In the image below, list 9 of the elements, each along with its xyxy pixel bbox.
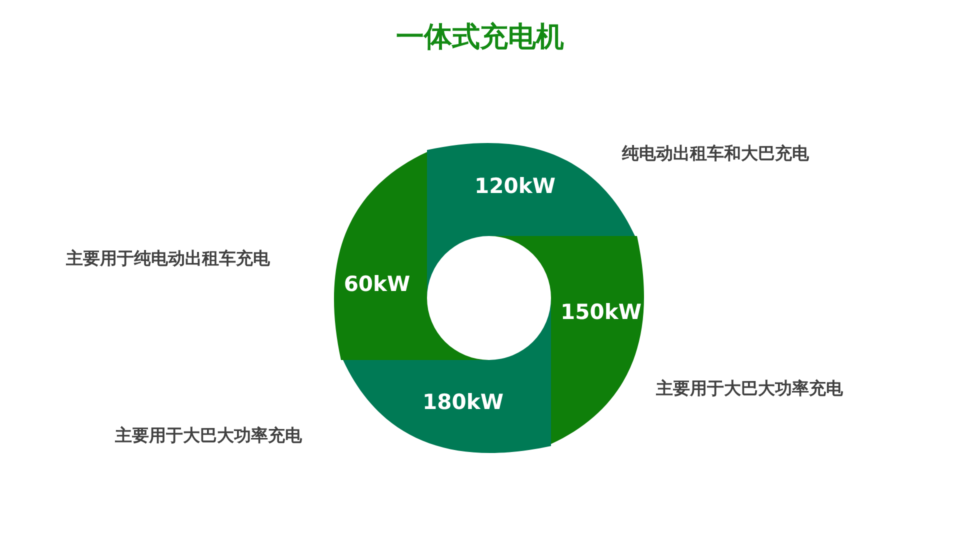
power-value: 180kW bbox=[422, 390, 504, 414]
power-value: 60kW bbox=[344, 272, 410, 296]
description-text: 主要用于纯电动出租车充电 bbox=[66, 248, 270, 270]
title: 一体式充电机 bbox=[395, 19, 565, 55]
power-value: 120kW bbox=[474, 174, 556, 198]
power-value: 150kW bbox=[560, 300, 642, 324]
description-text: 主要用于大巴大功率充电 bbox=[115, 425, 302, 447]
description-text: 纯电动出租车和大巴充电 bbox=[622, 143, 809, 165]
description-text: 主要用于大巴大功率充电 bbox=[656, 378, 843, 400]
